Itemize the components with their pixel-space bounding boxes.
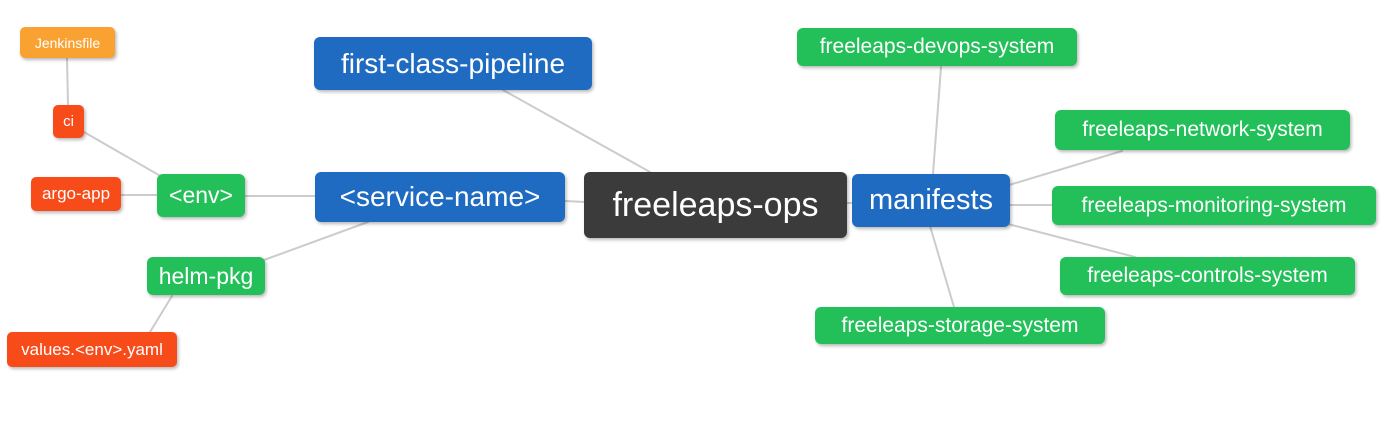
node-jenkinsfile[interactable]: Jenkinsfile — [20, 27, 115, 58]
node-freeleaps-devops-system[interactable]: freeleaps-devops-system — [797, 28, 1077, 66]
edge-manifests-controls — [1007, 223, 1136, 258]
edge-values-helm-pkg — [149, 295, 173, 333]
node-helm-pkg[interactable]: helm-pkg — [147, 257, 265, 295]
node-freeleaps-network-system[interactable]: freeleaps-network-system — [1055, 110, 1350, 150]
edge-ci-env — [83, 131, 165, 179]
edge-manifests-devops — [932, 66, 942, 175]
edge-pipeline-freeleaps-ops — [502, 89, 651, 173]
node-freeleaps-storage-system[interactable]: freeleaps-storage-system — [815, 307, 1105, 344]
node-service-name[interactable]: <service-name> — [315, 172, 565, 222]
node-freeleaps-monitoring-system[interactable]: freeleaps-monitoring-system — [1052, 186, 1376, 225]
node-freeleaps-controls-system[interactable]: freeleaps-controls-system — [1060, 257, 1355, 295]
edge-service-freeleaps-ops — [564, 200, 586, 203]
edge-manifests-storage — [929, 225, 955, 308]
edge-manifests-network — [1008, 150, 1123, 186]
node-freeleaps-ops[interactable]: freeleaps-ops — [584, 172, 847, 238]
node-env[interactable]: <env> — [157, 174, 245, 217]
node-manifests[interactable]: manifests — [852, 174, 1010, 227]
edge-helm-pkg-service-name — [263, 221, 369, 261]
node-ci[interactable]: ci — [53, 105, 84, 138]
node-first-class-pipeline[interactable]: first-class-pipeline — [314, 37, 592, 90]
edge-jenkinsfile-ci — [66, 57, 69, 106]
node-values-env-yaml[interactable]: values.<env>.yaml — [7, 332, 177, 367]
node-argo-app[interactable]: argo-app — [31, 177, 121, 211]
